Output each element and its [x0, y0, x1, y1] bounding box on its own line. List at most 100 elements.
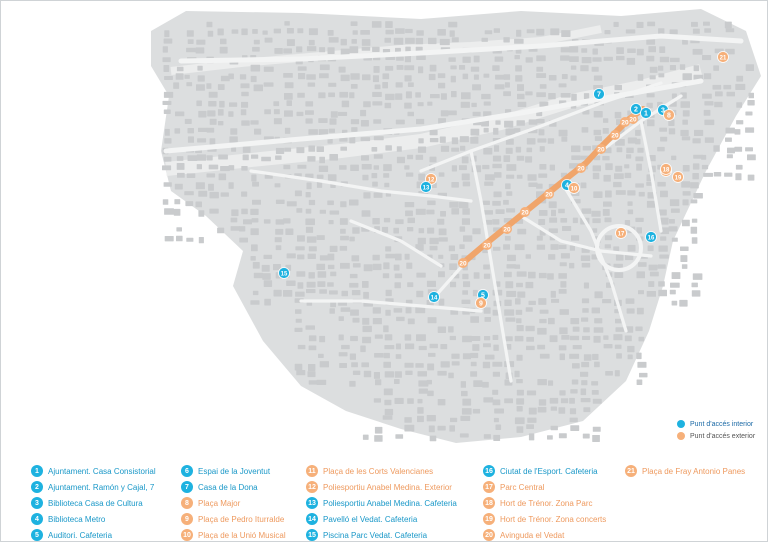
route-marker-20: 20	[628, 114, 638, 124]
legend-label: Poliesportiu Anabel Medina. Exterior	[323, 482, 452, 492]
marker-number: 3	[661, 108, 665, 115]
legend-item-21: 21 Plaça de Fray Antonio Panes	[625, 463, 745, 479]
legend-badge-icon: 14	[306, 513, 318, 525]
legend-badge-icon: 8	[181, 497, 193, 509]
legend-label: Espai de la Joventut	[198, 466, 271, 476]
marker-number: 1	[644, 111, 648, 118]
street	[639, 119, 663, 233]
route-marker-label: 20	[459, 261, 467, 268]
route-marker-20: 20	[482, 240, 492, 250]
access-marker-19[interactable]: 19	[672, 171, 684, 183]
access-marker-13[interactable]: 13	[420, 181, 432, 193]
roundabout	[595, 224, 643, 272]
street	[419, 81, 663, 173]
marker-dot-icon	[593, 88, 605, 100]
north-band	[170, 25, 602, 75]
legend-label: Piscina Parc Vedat. Cafeteria	[323, 530, 428, 540]
route-marker-20: 20	[502, 224, 512, 234]
access-marker-7[interactable]: 7	[593, 88, 605, 100]
marker-dot-icon	[645, 231, 657, 243]
legend-badge-icon: 21	[625, 465, 637, 477]
marker-dot-icon	[420, 181, 432, 193]
legend-label: Plaça de la Unió Musical	[198, 530, 286, 540]
route-marker-label: 20	[577, 166, 585, 173]
street	[178, 33, 744, 64]
route-marker-20: 20	[596, 144, 606, 154]
legend-badge-icon: 12	[306, 481, 318, 493]
legend-label: Ajuntament. Casa Consistorial	[48, 466, 156, 476]
legend-badge-icon: 18	[483, 497, 495, 509]
interior-dot-icon	[677, 420, 685, 428]
route-marker-label: 20	[611, 133, 619, 140]
legend-badge-icon: 5	[31, 529, 43, 541]
legend-item-10: 10 Plaça de la Unió Musical	[181, 527, 286, 543]
legend-item-5: 5 Auditori. Cafeteria	[31, 527, 156, 543]
access-marker-10[interactable]: 10	[568, 182, 580, 194]
access-marker-18[interactable]: 18	[660, 163, 672, 175]
route-marker-label: 20	[521, 210, 529, 217]
route-marker-20: 20	[576, 163, 586, 173]
route-marker-20: 20	[544, 189, 554, 199]
map-terrain	[151, 9, 761, 443]
access-point-markers[interactable]: 721382112131141018191716151459	[278, 51, 729, 309]
access-marker-17[interactable]: 17	[615, 227, 627, 239]
legend-badge-icon: 1	[31, 465, 43, 477]
ravine-band	[165, 64, 703, 176]
route-marker-20: 20	[620, 117, 630, 127]
marker-dot-icon	[672, 171, 684, 183]
access-marker-14[interactable]: 14	[428, 291, 440, 303]
street	[469, 149, 513, 383]
route-marker-label: 20	[545, 192, 553, 199]
legend-label: Pavelló el Vedat. Cafeteria	[323, 514, 418, 524]
access-marker-2[interactable]: 2	[630, 103, 642, 115]
legend-badge-icon: 11	[306, 465, 318, 477]
legend-badge-icon: 10	[181, 529, 193, 541]
key-exterior-label: Punt d'accés exterior	[690, 432, 756, 440]
marker-dot-icon	[717, 51, 729, 63]
street	[559, 179, 628, 333]
route-marker-20: 20	[458, 258, 468, 268]
marker-dot-icon	[640, 107, 652, 119]
access-marker-1[interactable]: 1	[640, 107, 652, 119]
marker-dot-icon	[568, 182, 580, 194]
access-marker-9[interactable]: 9	[475, 297, 487, 309]
route-marker-label: 20	[483, 243, 491, 250]
legend-badge-icon: 19	[483, 513, 495, 525]
legend-label: Plaça de Fray Antonio Panes	[642, 466, 746, 476]
marker-number: 18	[663, 168, 670, 174]
access-marker-16[interactable]: 16	[645, 231, 657, 243]
marker-number: 15	[281, 272, 288, 278]
route-marker-label: 20	[629, 117, 637, 124]
legend-badge-icon: 9	[181, 513, 193, 525]
key-exterior: Punt d'accés exterior	[677, 432, 755, 440]
town-area	[151, 9, 761, 443]
marker-number: 17	[618, 232, 625, 238]
access-marker-21[interactable]: 21	[717, 51, 729, 63]
legend-label: Auditori. Cafeteria	[48, 530, 113, 540]
marker-number: 4	[565, 183, 569, 190]
legend-item-12: 12 Poliesportiu Anabel Medina. Exterior	[306, 479, 457, 495]
access-marker-8[interactable]: 8	[663, 109, 675, 121]
legend-label: Poliesportiu Anabel Medina. Cafeteria	[323, 498, 457, 508]
marker-number: 21	[720, 56, 727, 62]
marker-number: 8	[667, 113, 671, 120]
marker-dot-icon	[663, 109, 675, 121]
marker-dot-icon	[660, 163, 672, 175]
street	[299, 299, 483, 313]
legend-label: Casa de la Dona	[198, 482, 258, 492]
marker-dot-icon	[630, 103, 642, 115]
access-marker-15[interactable]: 15	[278, 267, 290, 279]
street	[249, 169, 473, 203]
legend-badge-icon: 17	[483, 481, 495, 493]
legend-label: Ciutat de l'Esport. Cafeteria	[500, 466, 598, 476]
